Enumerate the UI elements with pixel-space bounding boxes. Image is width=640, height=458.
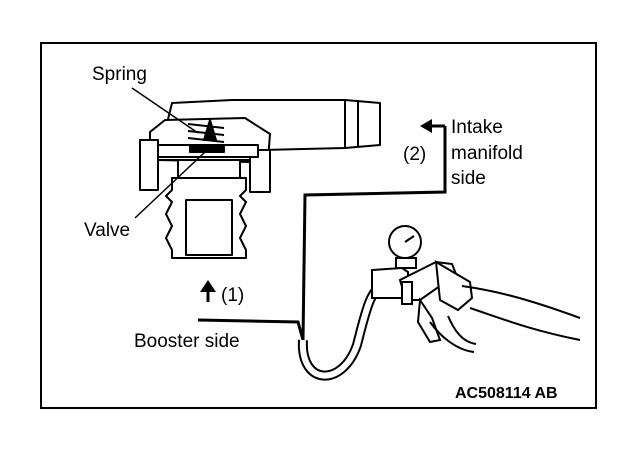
intake-label-line3: side <box>451 168 486 189</box>
port2-label: (2) <box>403 144 426 165</box>
figure-code: AC508114 AB <box>455 385 558 402</box>
port1-label: (1) <box>221 285 244 306</box>
spring-leader <box>131 87 199 134</box>
booster-side-label: Booster side <box>134 331 240 352</box>
intake-label-line1: Intake <box>451 117 503 138</box>
valve-leader <box>134 151 206 219</box>
intake-label-line2: manifold <box>451 143 523 164</box>
check-valve <box>139 99 381 259</box>
spring-label: Spring <box>92 64 147 85</box>
vacuum-pump <box>371 225 581 353</box>
valve-label: Valve <box>84 220 130 241</box>
